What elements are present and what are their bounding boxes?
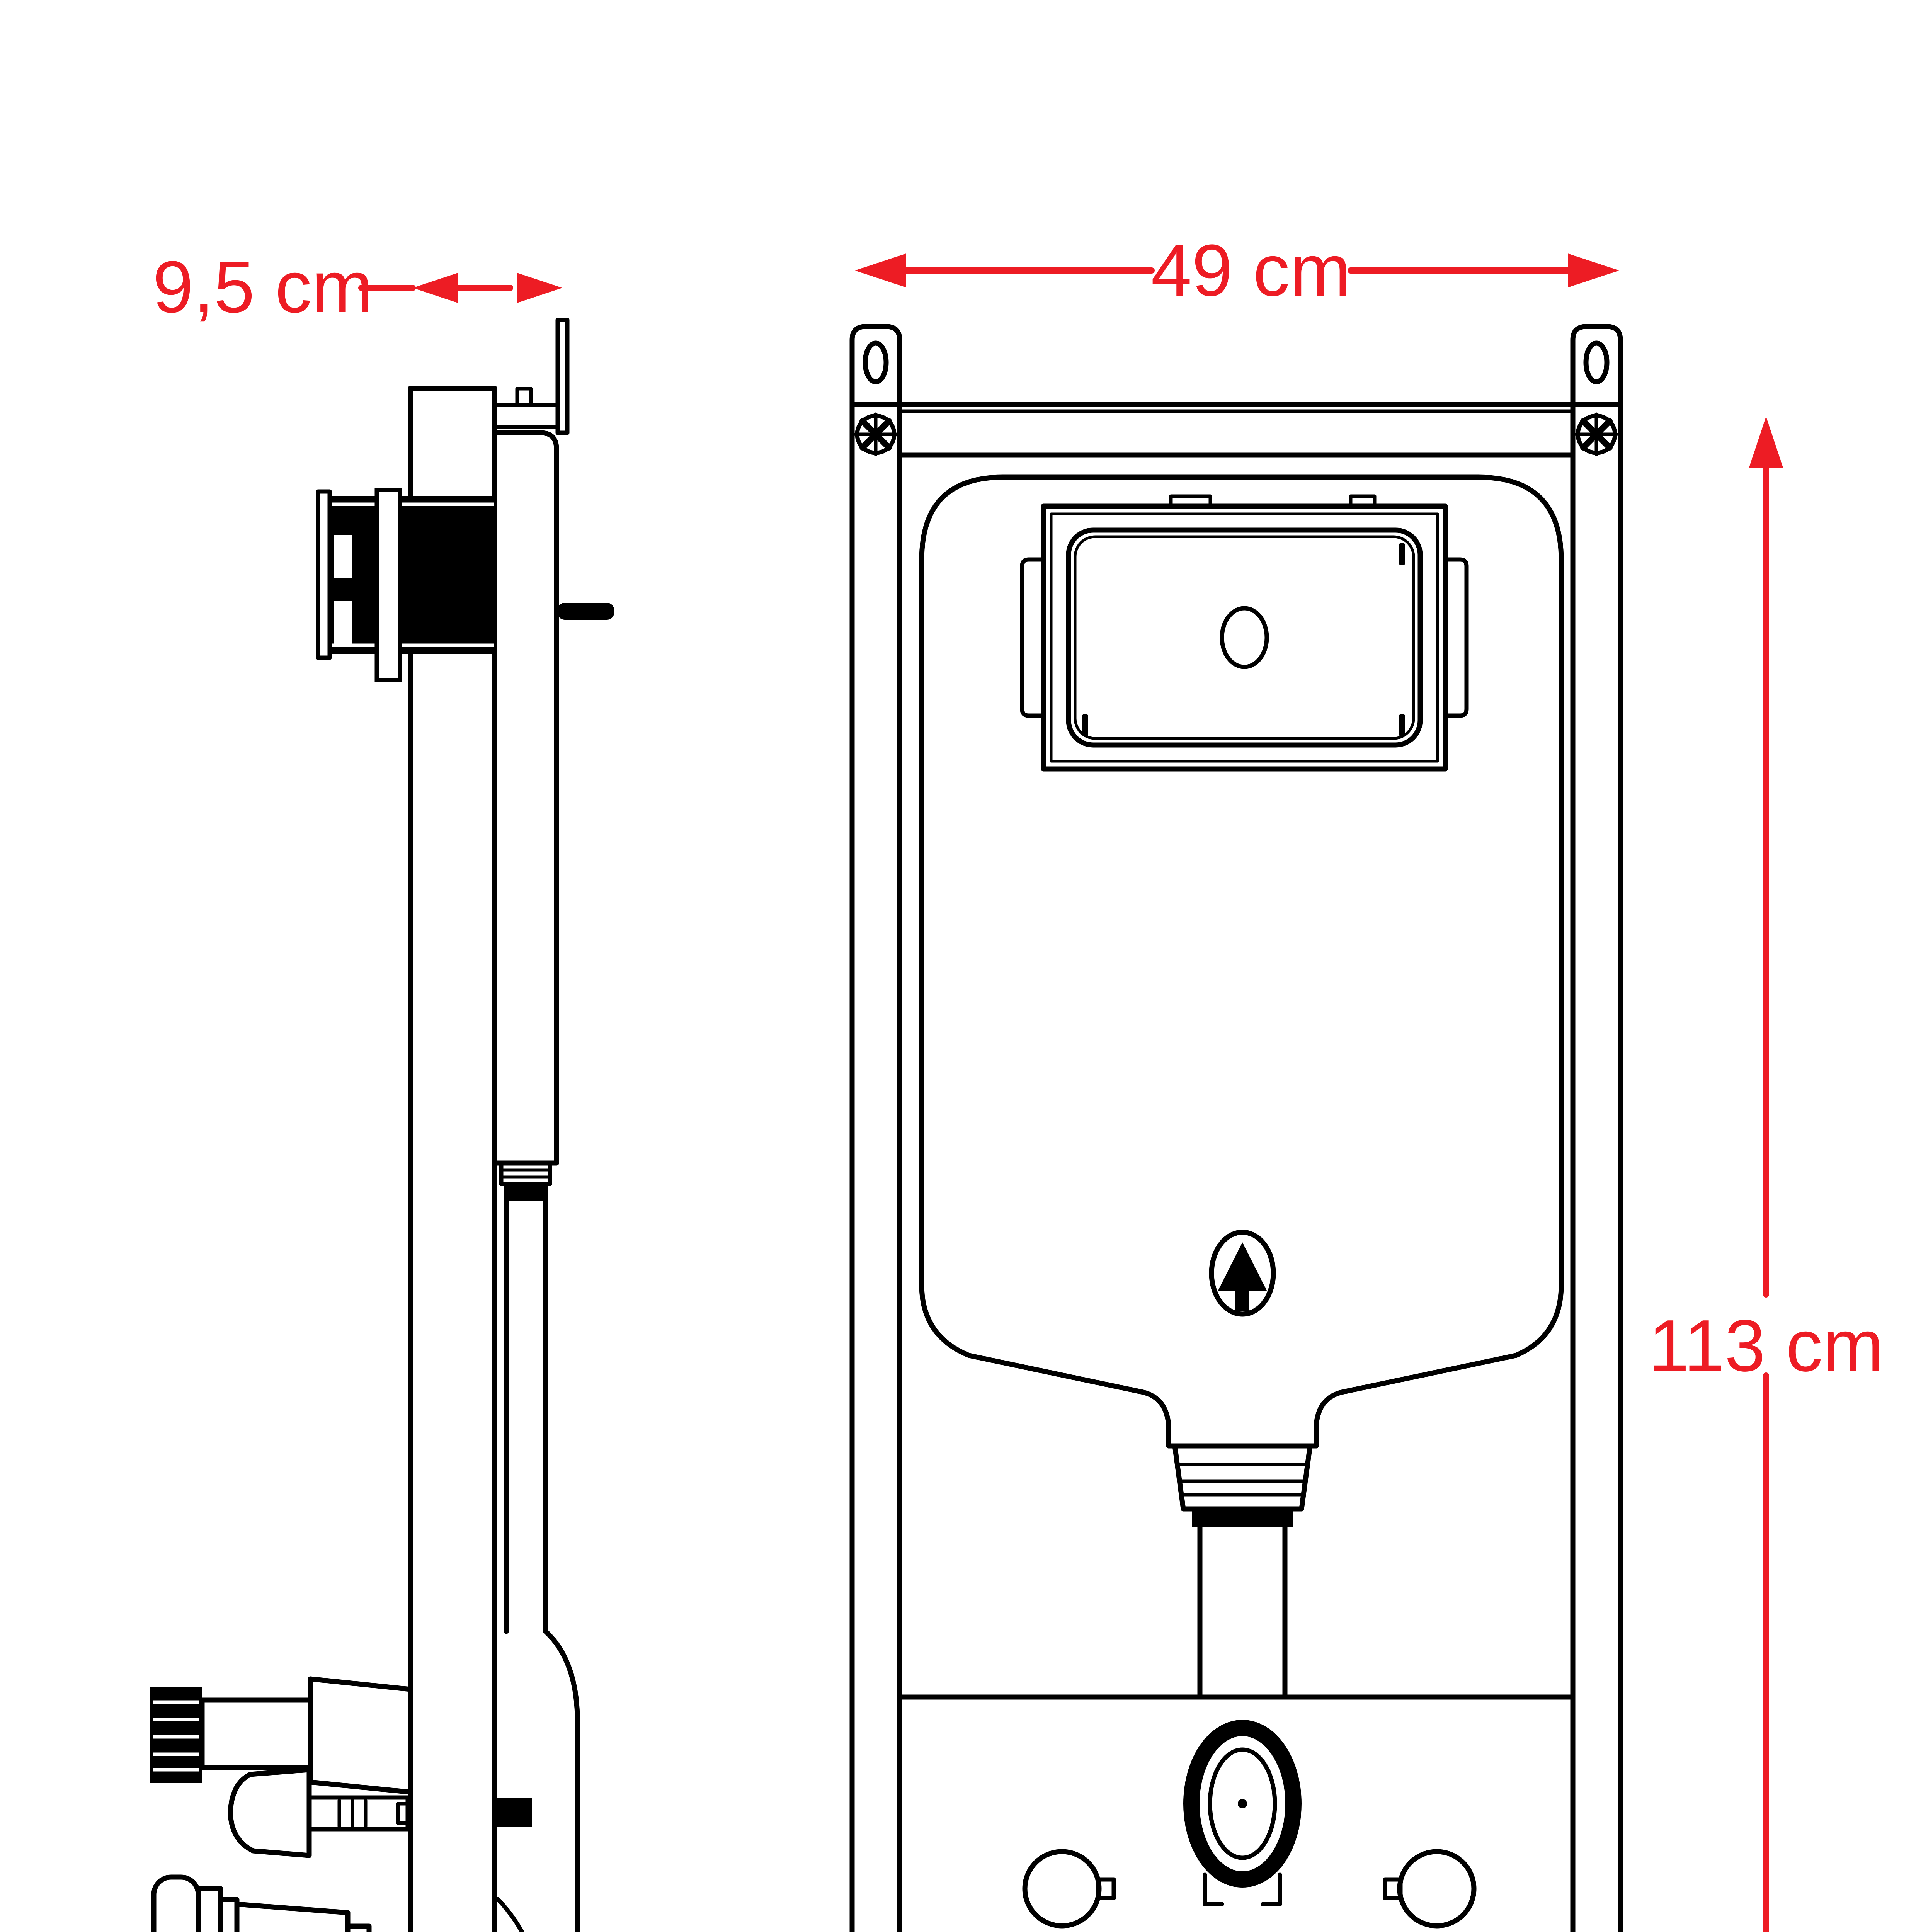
sleeve-notch [334, 601, 352, 645]
fixing-knob-left-nub [1096, 1877, 1116, 1900]
flush-plate-cover-inner-line [1074, 535, 1415, 740]
pipe-gasket-side [504, 1184, 548, 1201]
valve-center-dot [1238, 1799, 1247, 1808]
pipe-gasket-front [1192, 1509, 1293, 1527]
window-top-tab [1349, 494, 1377, 508]
drain-connector-lip [345, 1923, 372, 1932]
inlet-pipe [199, 1697, 313, 1770]
front-panel-edge [374, 488, 402, 682]
width-dimension-label: 49 cm [1151, 230, 1351, 311]
width-arrowhead-left-icon [855, 253, 906, 287]
emblem-stem [1235, 1291, 1249, 1311]
fixing-knob-right-nub [1383, 1877, 1403, 1900]
mounting-tab-left [849, 324, 902, 407]
flush-plate-cover [1066, 527, 1423, 748]
sleeve-flange [316, 489, 332, 660]
plate-corner-clip [1399, 714, 1405, 736]
mounting-slot-right [1583, 340, 1610, 384]
fixing-knob-right [1397, 1849, 1477, 1929]
valve-nipple [307, 1795, 410, 1832]
drain-elbow-side [543, 1629, 580, 1932]
plate-corner-clip [1399, 543, 1405, 565]
mounting-slot-left [863, 340, 889, 384]
oval-brand-mark [1209, 1230, 1276, 1317]
dimension-annotations: 9,5 cm 49 cm 113 cm [153, 230, 1884, 1932]
stop-valve-cone [228, 1767, 312, 1858]
phillips-screw-icon-left [854, 412, 898, 456]
outlet-collar-front [1172, 1443, 1313, 1512]
valve-bracket-feet [1203, 1872, 1282, 1906]
depth-dimension-label: 9,5 cm [153, 246, 373, 328]
cistern-front [919, 474, 1564, 1449]
wc-mounting-stud-side [497, 1798, 532, 1827]
flush-plate-center-oval [1220, 606, 1269, 669]
valve-outer-ring [1183, 1720, 1302, 1888]
nipple-end-cap [396, 1802, 410, 1825]
plate-corner-clip [1082, 714, 1088, 736]
frame-rail-side [408, 386, 497, 1932]
dimension-width: 49 cm [855, 230, 1619, 311]
phillips-screw-icon-right [1574, 412, 1618, 456]
mounting-tab-right [1570, 324, 1623, 407]
front-view [849, 324, 1623, 1932]
access-window-inner-frame [1050, 512, 1439, 763]
dimension-height: 113 cm [1649, 417, 1884, 1932]
window-side-bracket-right [1443, 557, 1469, 718]
fixing-knob-left [1022, 1849, 1102, 1929]
wall-bracket-plate [555, 318, 570, 435]
depth-arrowhead-left-icon [413, 273, 458, 303]
dimension-depth: 9,5 cm [153, 246, 562, 328]
sleeve-notch [334, 535, 352, 578]
window-side-bracket-left [1020, 557, 1046, 718]
drain-connector-drum [234, 1901, 351, 1932]
width-arrowhead-right-icon [1568, 253, 1619, 287]
flush-sleeve-threaded [330, 496, 495, 654]
drain-connector-step [218, 1897, 240, 1932]
side-view [150, 318, 614, 1932]
access-window-outer-frame [1041, 503, 1448, 772]
emblem-oval [1209, 1230, 1276, 1317]
drain-connector-flange [151, 1874, 201, 1932]
emblem-triangle [1218, 1242, 1267, 1291]
drain-elbow-inner-curve [495, 1897, 525, 1932]
height-arrowhead-top-icon [1749, 417, 1783, 468]
window-top-tab [1169, 494, 1212, 508]
cistern-side [492, 430, 559, 1166]
bracket-screw [515, 387, 533, 407]
inlet-connector-block [308, 1676, 413, 1795]
water-inlet-valve [1183, 1720, 1302, 1906]
valve-inner-ring [1208, 1747, 1277, 1860]
drain-connector-ring [196, 1886, 223, 1932]
cistern-collar-side [499, 1161, 552, 1186]
depth-arrowhead-right-icon [517, 273, 562, 303]
bracket-rod [492, 403, 560, 429]
upper-mounting-stud [558, 603, 614, 620]
